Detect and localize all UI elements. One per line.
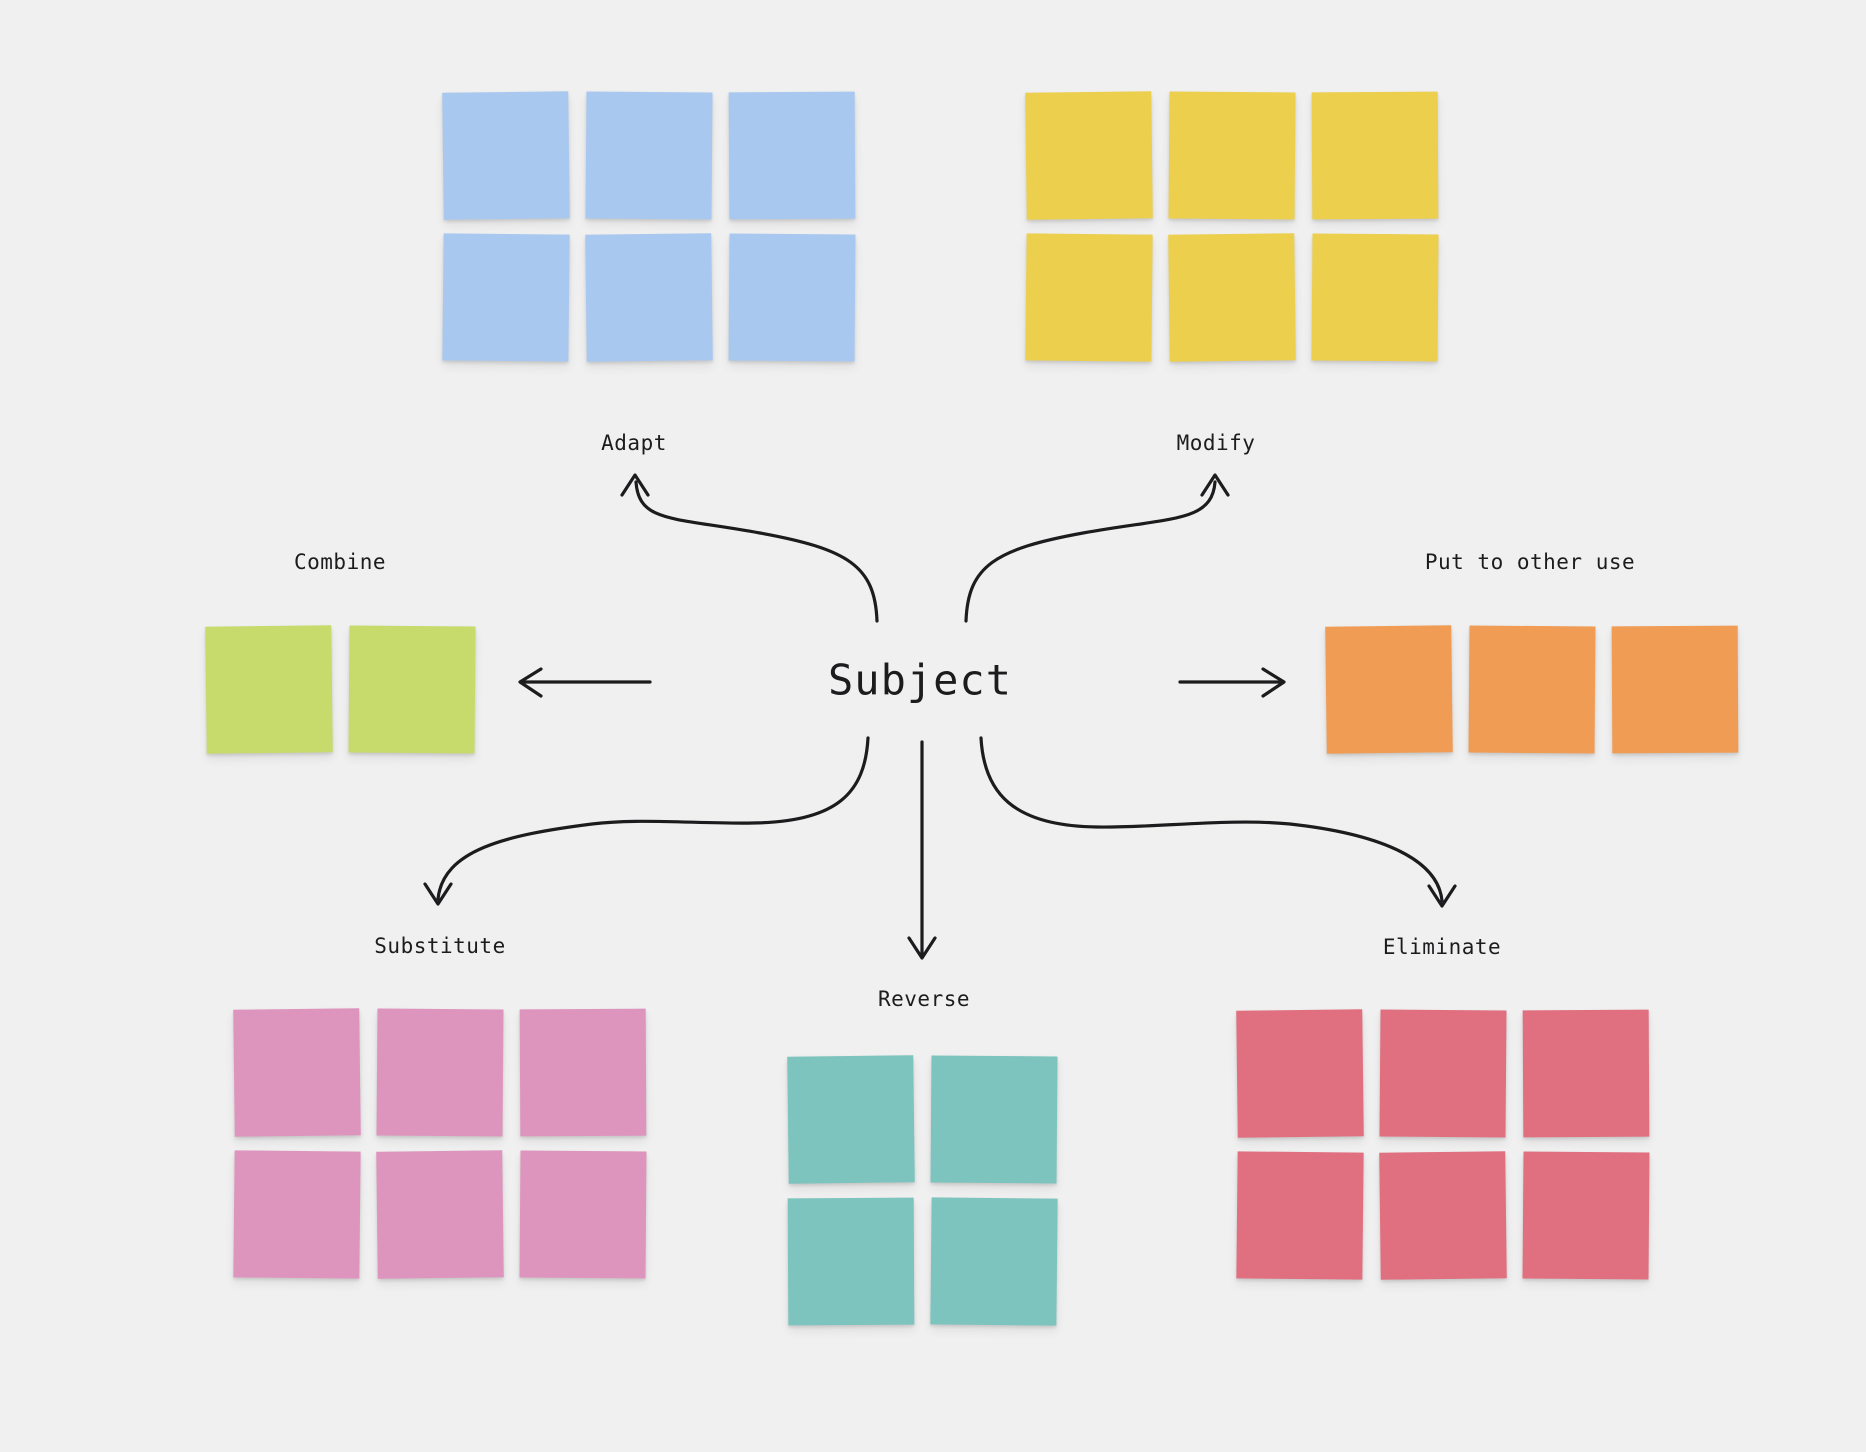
label-eliminate[interactable]: Eliminate: [1382, 935, 1502, 959]
arrow-subject-to-reverse[interactable]: [907, 740, 937, 960]
arrow-subject-to-combine[interactable]: [518, 667, 652, 698]
label-adapt[interactable]: Adapt: [601, 431, 667, 455]
sticky-note[interactable]: [787, 1197, 915, 1326]
sticky-note[interactable]: [519, 1150, 647, 1279]
sticky-note[interactable]: [1311, 233, 1439, 362]
sticky-note[interactable]: [519, 1008, 647, 1137]
sticky-note[interactable]: [728, 233, 856, 362]
sticky-note[interactable]: [1025, 233, 1153, 362]
label-put-to-other-use[interactable]: Put to other use: [1424, 550, 1636, 574]
sticky-grid-eliminate: [1236, 1009, 1650, 1280]
sticky-note[interactable]: [233, 1150, 361, 1279]
sticky-note[interactable]: [930, 1055, 1058, 1184]
sticky-note[interactable]: [442, 233, 570, 362]
sticky-note[interactable]: [442, 91, 570, 220]
arrow-subject-to-modify[interactable]: [964, 473, 1230, 623]
label-combine[interactable]: Combine: [293, 550, 387, 574]
sticky-note[interactable]: [376, 1150, 504, 1279]
sticky-note[interactable]: [1236, 1151, 1364, 1280]
sticky-note[interactable]: [1311, 91, 1439, 220]
sticky-note[interactable]: [1168, 91, 1296, 220]
sticky-grid-modify: [1025, 91, 1439, 362]
arrow-subject-to-adapt[interactable]: [620, 473, 879, 623]
sticky-note[interactable]: [728, 91, 856, 220]
sticky-note[interactable]: [1379, 1151, 1507, 1280]
sticky-grid-put-to-other-use: [1325, 625, 1739, 754]
sticky-grid-combine: [205, 625, 476, 754]
sticky-note[interactable]: [585, 233, 713, 362]
sticky-note[interactable]: [205, 625, 333, 754]
sticky-note[interactable]: [348, 625, 476, 754]
sticky-note[interactable]: [1611, 625, 1739, 754]
sticky-grid-substitute: [233, 1008, 647, 1279]
sticky-note[interactable]: [376, 1008, 504, 1137]
subject-node[interactable]: Subject: [827, 655, 1013, 705]
sticky-note[interactable]: [930, 1197, 1058, 1326]
sticky-note[interactable]: [233, 1008, 361, 1137]
sticky-note[interactable]: [1468, 625, 1596, 754]
label-substitute[interactable]: Substitute: [374, 934, 506, 958]
label-modify[interactable]: Modify: [1176, 431, 1256, 455]
sticky-note[interactable]: [1168, 233, 1296, 362]
arrow-subject-to-put-to-other-use[interactable]: [1178, 667, 1286, 698]
sticky-note[interactable]: [1522, 1151, 1650, 1280]
arrow-subject-to-eliminate[interactable]: [979, 736, 1457, 908]
arrow-subject-to-substitute[interactable]: [423, 736, 870, 906]
sticky-note[interactable]: [787, 1055, 915, 1184]
sticky-note[interactable]: [585, 91, 713, 220]
sticky-note[interactable]: [1025, 91, 1153, 220]
sticky-note[interactable]: [1522, 1009, 1650, 1138]
sticky-grid-adapt: [442, 91, 856, 362]
sticky-grid-reverse: [787, 1055, 1058, 1326]
label-reverse[interactable]: Reverse: [877, 987, 971, 1011]
sticky-note[interactable]: [1236, 1009, 1364, 1138]
sticky-note[interactable]: [1325, 625, 1453, 754]
sticky-note[interactable]: [1379, 1009, 1507, 1138]
